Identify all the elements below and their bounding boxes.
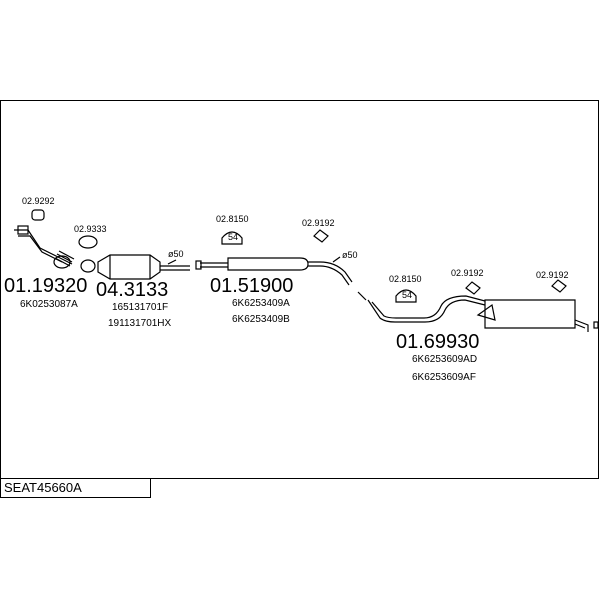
accessory-number-6: 02.9192	[451, 268, 484, 278]
front-pipe-shape	[14, 229, 73, 265]
gasket-icon-1	[31, 209, 45, 221]
center-pipe-rear	[308, 261, 353, 286]
reference-code: SEAT45660A	[0, 478, 151, 498]
accessory-number-5: 02.8150	[389, 274, 422, 284]
front-pipe-inner	[18, 235, 63, 263]
rear-silencer-inlet	[476, 303, 496, 321]
hanger-mark-1: 54	[228, 232, 238, 242]
catalytic-converter-seams	[109, 255, 151, 279]
oe-code-center-1: 6K6253409A	[232, 298, 290, 309]
hanger-mark-2: 54	[402, 290, 412, 300]
accessory-number-3: 02.8150	[216, 214, 249, 224]
part-number-rear-silencer: 01.69930	[396, 331, 479, 353]
oe-code-rear-1: 6K6253609AD	[412, 354, 477, 365]
clamp-icon-3	[551, 279, 567, 293]
rubber-mount-icon-1	[221, 231, 243, 245]
diameter-label-1: ø50	[168, 249, 184, 259]
front-flange	[17, 225, 29, 235]
oe-code-cat-2: 191131701HX	[108, 318, 172, 329]
accessory-number-7: 02.9192	[536, 270, 569, 280]
oe-code-rear-2: 6K6253609AF	[412, 372, 476, 383]
pipe-clamp	[80, 259, 96, 273]
clamp-icon-2	[465, 281, 481, 295]
clamp-icon-1	[313, 229, 329, 243]
oe-code-center-2: 6K6253409B	[232, 314, 290, 325]
center-pipe-front	[200, 262, 228, 268]
cat-outlet-pipe	[160, 265, 190, 271]
diameter-leader-1	[167, 259, 177, 265]
accessory-number-1: 02.9292	[22, 196, 55, 206]
catalytic-converter	[97, 254, 161, 280]
rubber-mount-icon-2	[395, 289, 417, 303]
center-silencer	[227, 257, 309, 271]
part-number-front-pipe: 01.19320	[4, 275, 87, 297]
diameter-leader-2	[332, 256, 341, 263]
tailpipe-tip	[593, 321, 599, 329]
part-number-catalytic-converter: 04.3133	[96, 279, 168, 301]
oe-code-cat-1: 165131701F	[112, 302, 168, 313]
center-pipe-flange	[195, 260, 202, 270]
accessory-number-4: 02.9192	[302, 218, 335, 228]
diagram-frame	[0, 100, 599, 479]
tailpipe	[574, 319, 589, 332]
rear-pipe	[367, 295, 486, 323]
rear-pipe-connector	[357, 291, 367, 301]
diameter-label-2: ø50	[342, 250, 358, 260]
rear-silencer	[484, 299, 576, 329]
flex-joint-lines	[54, 250, 75, 267]
oe-code-front-pipe: 6K0253087A	[20, 299, 78, 310]
part-number-center-silencer: 01.51900	[210, 275, 293, 297]
accessory-number-2: 02.9333	[74, 224, 107, 234]
ring-icon	[78, 235, 98, 249]
